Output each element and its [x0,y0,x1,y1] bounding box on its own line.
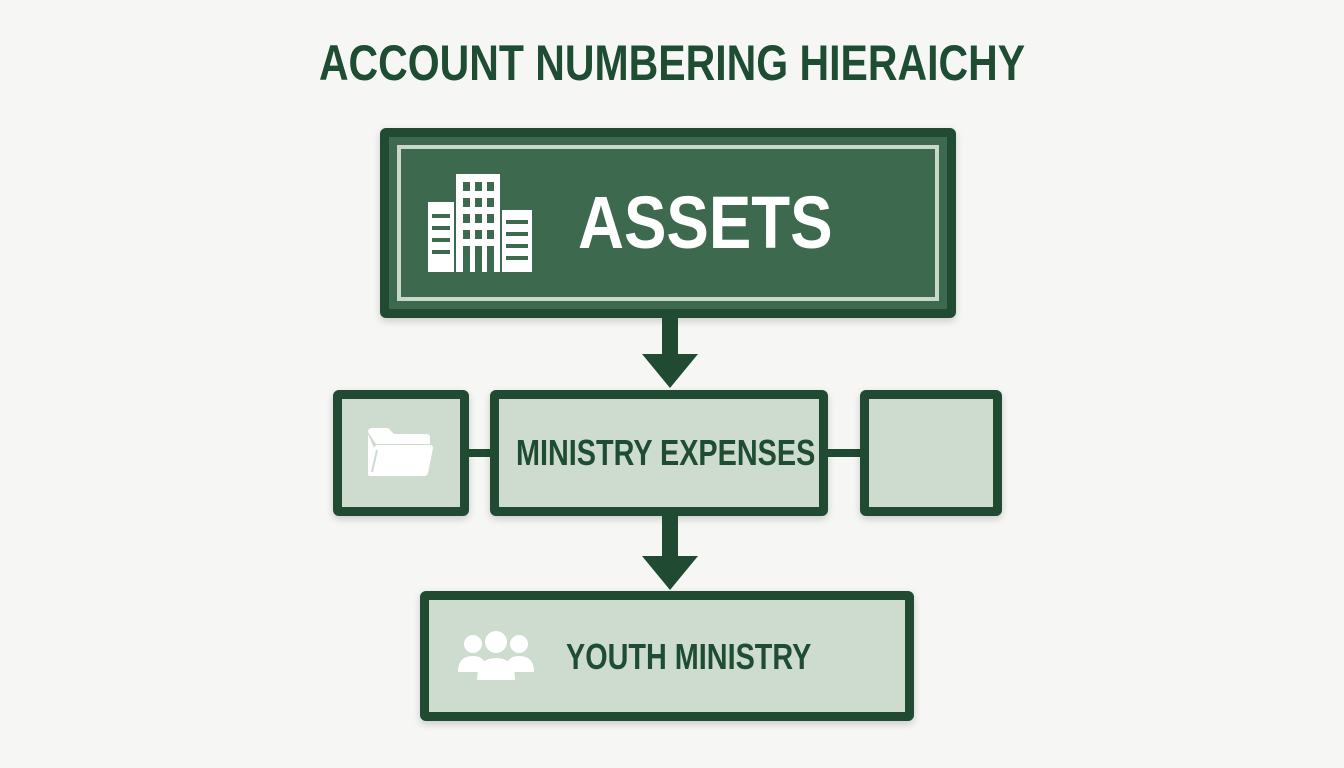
youth-ministry-node [420,591,914,721]
arrow-expenses-to-youth [642,514,698,590]
building-icon [428,174,532,272]
ministry-expenses-label: MINISTRY EXPENSES [516,432,816,473]
youth-ministry-label: YOUTH MINISTRY [566,636,812,677]
diagram-title: ACCOUNT NUMBERING HIERAICHY [318,35,1026,91]
assets-label: ASSETS [578,181,833,264]
arrow-assets-to-expenses [642,316,698,388]
connector-right [826,449,862,457]
people-group-icon [458,631,534,680]
connector-left [467,449,492,457]
ministry-expenses-node [490,390,828,516]
side-node-right [860,390,1002,516]
folder-icon [368,428,433,476]
assets-node-inner-border [397,145,939,301]
